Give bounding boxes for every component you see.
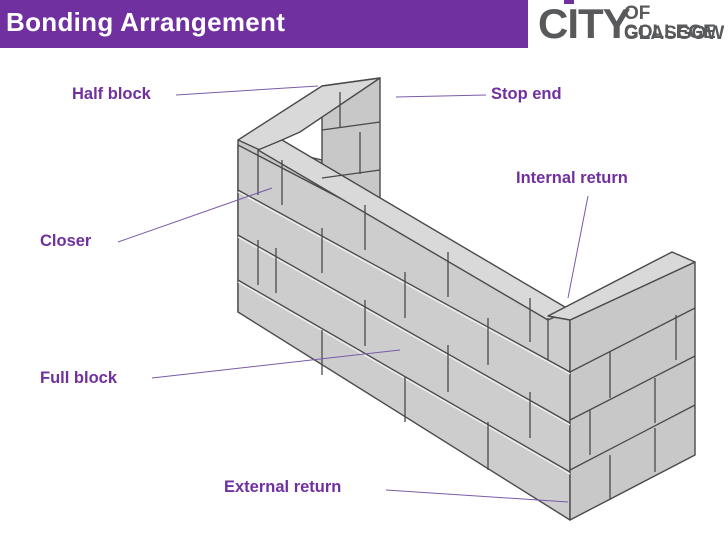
leader-stop-end [395,94,487,98]
header: Bonding Arrangement CITY OF GLASGOW COLL… [0,0,728,48]
main-wall-course-joints [237,189,571,475]
label-full-block: Full block [40,369,118,387]
logo-line-2: COLLEGE [624,22,716,43]
label-stop-end: Stop end [491,85,562,103]
right-return-top-face [547,251,696,321]
college-logo: CITY OF GLASGOW COLLEGE [528,0,728,48]
main-wall-front-face [237,144,571,521]
label-external-return: External return [224,478,342,496]
leader-internal-return [567,195,589,299]
leader-lines [117,85,589,503]
header-bar [0,0,528,48]
main-wall-perpend-joints [257,150,549,470]
leader-closer [117,187,273,243]
logo-line-1: OF GLASGOW [624,3,725,44]
logo-word: CITY [538,0,631,47]
label-half-block: Half block [72,85,151,103]
leader-full-block [151,349,401,379]
left-return-joints [321,92,381,179]
label-internal-return: Internal return [516,169,628,187]
label-closer: Closer [40,232,92,250]
right-return-joints [569,307,696,500]
logo-accent [564,0,574,4]
slide-title: Bonding Arrangement [6,7,286,37]
leader-external-return [385,489,569,503]
leader-half-block [175,85,319,96]
